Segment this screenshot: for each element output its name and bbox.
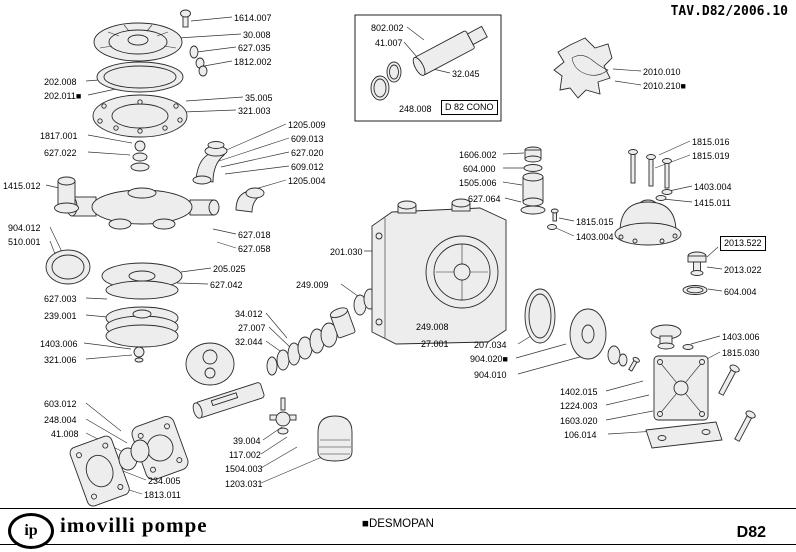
- left-suction-fitting: [54, 176, 79, 214]
- grooved-cap: [317, 415, 353, 462]
- valve-cartridge-stack: [520, 146, 546, 215]
- footer-rule: [0, 544, 796, 545]
- shaft-nut: [133, 346, 145, 363]
- leader-lines: [45, 16, 723, 495]
- pulley: [105, 306, 179, 348]
- brand-logo: ip: [8, 513, 54, 549]
- fitting-oring: [682, 285, 708, 295]
- ribbed-valve-cover: [93, 22, 183, 62]
- shaped-gasket: [553, 37, 613, 99]
- piston-seal-rings: [266, 281, 388, 376]
- brand-name: imovilli pompe: [60, 513, 208, 537]
- drawing-number: TAV.D82/2006.10: [670, 4, 788, 19]
- small-bolt-washer: [547, 208, 559, 230]
- bottom-gasket-plate: [69, 435, 130, 507]
- body-side-rings: [524, 288, 640, 372]
- model-number: D82: [736, 524, 766, 541]
- manifold: [66, 187, 220, 230]
- mounting-foot: [645, 421, 723, 449]
- valve-pin-assembly: [269, 397, 297, 435]
- valve-small-parts: [130, 140, 150, 172]
- bolt-top: [180, 9, 191, 28]
- large-oring: [96, 61, 184, 93]
- material-note: ■DESMOPAN: [362, 518, 434, 530]
- small-rings-top: [189, 45, 208, 77]
- elbow-fitting-1: [192, 141, 228, 185]
- inset-box: [354, 14, 502, 122]
- pump-shaft: [192, 382, 265, 419]
- title-block: ip imovilli pompe ■DESMOPAN D82: [0, 508, 796, 552]
- pump-body: [371, 198, 507, 345]
- bearing-flange: [131, 415, 189, 481]
- mushroom-fitting: [687, 251, 707, 276]
- knob: [650, 324, 694, 350]
- diaphragm: [101, 262, 183, 300]
- right-valve-cover: [614, 199, 682, 246]
- brand-logo-text: ip: [24, 522, 38, 539]
- bearing-support: [185, 342, 235, 386]
- foot-bolts: [718, 364, 756, 442]
- left-seal-ring: [45, 249, 91, 285]
- cover-ring-with-holes: [92, 94, 188, 138]
- seal-rings-bottom: [118, 439, 150, 471]
- elbow-fitting-2: [235, 187, 265, 213]
- cover-bolts: [628, 149, 673, 201]
- regulator-body: [653, 355, 709, 421]
